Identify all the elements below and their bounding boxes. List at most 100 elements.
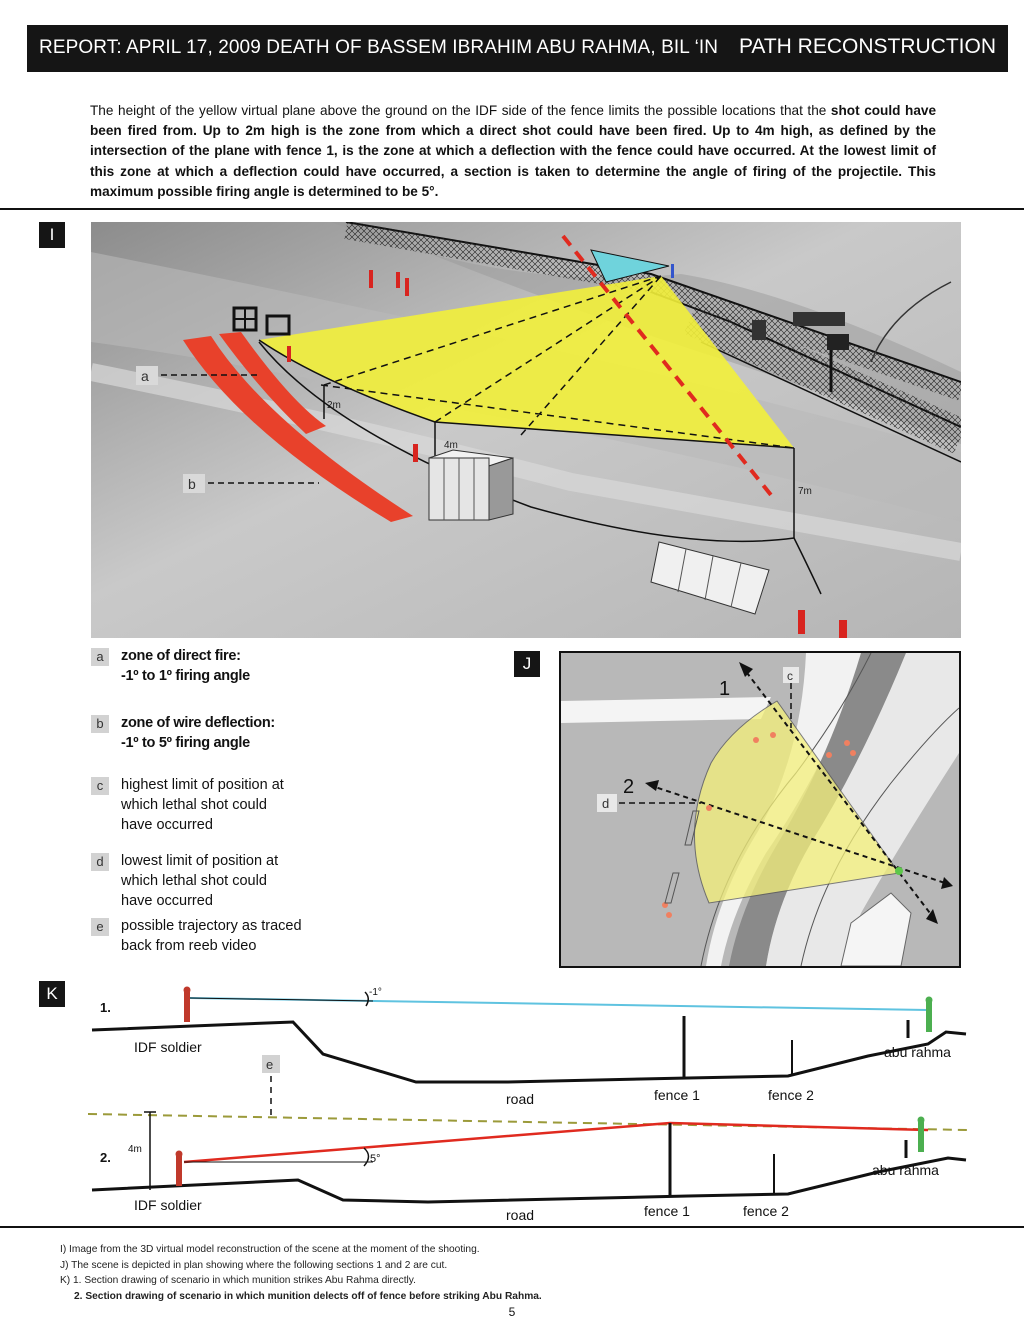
label-b: b: [188, 476, 196, 492]
panel-i-3d-model: a b 2m 4m 7m: [89, 221, 969, 638]
arrow-1-start-icon: [739, 662, 753, 677]
plane-edge: [258, 339, 795, 449]
fence-2-mesh: [683, 300, 969, 454]
section-1-angle: -1°: [369, 987, 382, 998]
legend-d-line-3: have occurred: [121, 893, 213, 909]
section-1-ground: [91, 1020, 967, 1084]
legend-c-line-3: have occurred: [121, 817, 213, 833]
section-1-victim-head: [925, 996, 933, 1004]
section-1-soldier-figure: [184, 992, 190, 1022]
label-a: a: [141, 368, 149, 384]
legend-a-line-2: -1º to 1º firing angle: [121, 668, 250, 684]
plan-tower-1: [684, 810, 700, 846]
section-2-plane-line: [87, 1113, 969, 1131]
arrow-2-end-icon: [941, 877, 953, 889]
plan-label-2: 2: [623, 776, 634, 798]
block-group-near: [428, 449, 514, 521]
intro-normal: The height of the yellow virtual plane a…: [90, 103, 827, 118]
section-1-soldier-head: [183, 986, 191, 994]
legend-b-line-2: -1º to 5º firing angle: [121, 735, 250, 751]
section-title: PATH RECONSTRUCTION: [738, 35, 996, 58]
intro-bold: shot could have been fired from. Up to 2…: [90, 103, 937, 199]
label-a-box: [136, 366, 158, 385]
section-1-road-label: road: [506, 1091, 534, 1107]
section-1-soldier-label: IDF soldier: [134, 1039, 202, 1055]
panel-j-plan: 1 2 c d: [559, 651, 961, 968]
section-k-drawings: 1. -1° IDF soldier road fence 1 fence 2 …: [87, 982, 969, 1224]
figures-red: [287, 270, 847, 638]
legend-e-line-2: back from reeb video: [121, 938, 257, 954]
ground-line: [258, 341, 795, 543]
label-b-box: [183, 474, 205, 493]
badge-i: I: [39, 222, 65, 248]
plan-label-d: d: [602, 796, 609, 811]
section-2-soldier-head: [175, 1150, 183, 1158]
section-1-victim-label: abu rahma: [884, 1044, 951, 1060]
section-2-angle-arc: [363, 1147, 370, 1167]
section-2-height: 4m: [128, 1144, 142, 1155]
terrain-line: [870, 281, 952, 363]
intro-paragraph: The height of the yellow virtual plane a…: [90, 101, 936, 202]
section-2-victim-figure: [918, 1122, 924, 1152]
plan-tower-2: [664, 872, 680, 904]
page-number: 5: [508, 1305, 516, 1319]
legend-d-line-2: which lethal shot could: [121, 873, 267, 889]
plan-label-d-box: [597, 794, 617, 812]
section-2-angle: 5°: [370, 1153, 381, 1165]
legend-a-line-1: zone of direct fire:: [121, 648, 241, 664]
plan-road-light: [766, 653, 959, 966]
trajectory-dashed-red: [561, 234, 773, 497]
panel-i-svg: a b 2m 4m 7m: [89, 221, 969, 638]
legend-b-line-1: zone of wire deflection:: [121, 715, 275, 731]
section-1-victim-figure: [926, 1002, 932, 1032]
badge-k: K: [39, 981, 65, 1007]
legend-tag-d: d: [91, 853, 109, 871]
section-2-trajectory: [183, 1121, 929, 1164]
section-e-label: e: [266, 1057, 273, 1072]
block-group-far: [650, 541, 770, 615]
arrow-1-end-icon: [926, 909, 938, 924]
figure-captions: I) Image from the 3D virtual model recon…: [60, 1242, 542, 1304]
legend-tag-e: e: [91, 918, 109, 936]
legend-tag-c: c: [91, 777, 109, 795]
plan-yellow-wedge: [694, 700, 900, 904]
legend-e-line-1: possible trajectory as traced: [121, 918, 302, 934]
caption-k1: K) 1. Section drawing of scenario in whi…: [60, 1275, 416, 1287]
plan-fence-2: [800, 707, 959, 966]
road-lane: [89, 363, 963, 561]
section-1-fence-2-label: fence 2: [768, 1087, 814, 1103]
plan-victim-dot: [895, 867, 903, 875]
panel-j-svg: 1 2 c d: [561, 653, 959, 966]
section-2-victim-label: abu rahma: [872, 1162, 939, 1178]
section-2-fence-2-label: fence 2: [743, 1203, 789, 1219]
height-4m: 4m: [444, 440, 458, 451]
watch-towers: [232, 306, 849, 392]
section-2-ground: [91, 1156, 967, 1204]
section-k-svg: 1. -1° IDF soldier road fence 1 fence 2 …: [87, 986, 969, 1223]
height-2m: 2m: [327, 400, 341, 411]
page-header: REPORT: APRIL 17, 2009 DEATH OF BASSEM I…: [27, 25, 1008, 72]
figure-blue: [671, 264, 674, 278]
section-1-angle-arc: [364, 991, 369, 1007]
section-e-box: [262, 1055, 280, 1073]
plan-path-strip: [561, 697, 771, 723]
section-2-road-label: road: [506, 1207, 534, 1223]
divider-top: [0, 208, 1024, 210]
legend-c-line-2: which lethal shot could: [121, 797, 267, 813]
plan-label-1: 1: [719, 678, 730, 700]
ground-line-extension: [793, 537, 822, 595]
legend-tag-b: b: [91, 715, 109, 733]
arrow-2-start-icon: [645, 780, 659, 791]
plan-building: [840, 892, 912, 966]
divider-bottom: [0, 1226, 1024, 1228]
cyan-wedge: [590, 249, 670, 283]
caption-j: J) The scene is depicted in plan showing…: [60, 1259, 448, 1271]
section-2-soldier-figure: [176, 1156, 182, 1186]
section-1-angle-ref: [189, 997, 374, 1002]
legend-tag-a: a: [91, 648, 109, 666]
plan-people-dots: [662, 732, 856, 918]
section-2-number: 2.: [100, 1150, 111, 1165]
section-2-soldier-label: IDF soldier: [134, 1197, 202, 1213]
legend-c-line-1: highest limit of position at: [121, 777, 284, 793]
section-2-fence-1-label: fence 1: [644, 1203, 690, 1219]
